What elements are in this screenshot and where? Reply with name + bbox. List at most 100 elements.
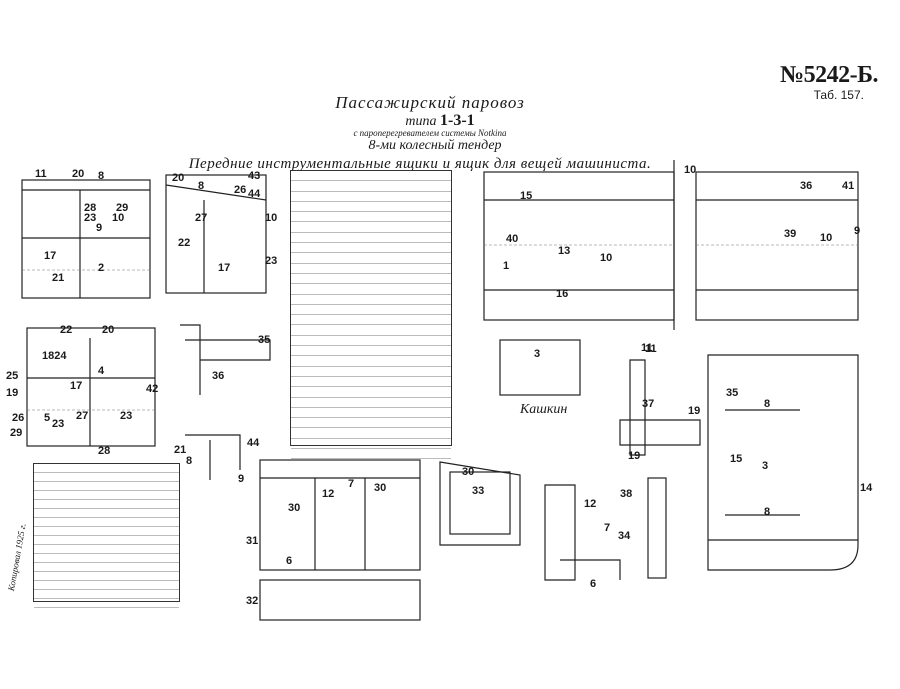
box-bottom-plan <box>259 579 421 621</box>
part-number-label: 27 <box>76 410 89 422</box>
strap-part-drawing <box>647 477 667 579</box>
part-number-label: 1824 <box>42 350 67 362</box>
part-number-label: 11 <box>645 343 657 355</box>
part-number-label: 29 <box>116 202 129 214</box>
part-number-label: 11 <box>35 168 47 180</box>
part-number-label: 38 <box>620 488 633 500</box>
part-number-label: 22 <box>178 237 191 249</box>
part-number-label: 15 <box>520 190 533 202</box>
part-number-label: 20 <box>172 172 185 184</box>
box-end-section <box>439 461 521 546</box>
part-number-label: 21 <box>52 272 65 284</box>
part-number-label: 4 <box>98 365 105 377</box>
part-number-label: 19 <box>688 405 701 417</box>
part-number-label: 8 <box>764 398 771 410</box>
part-number-label: 8 <box>764 506 771 518</box>
part-number-label: 17 <box>218 262 231 274</box>
part-number-label: 10 <box>112 212 125 224</box>
part-number-label: 7 <box>604 522 611 534</box>
part-number-label: 43 <box>248 170 261 182</box>
part-number-label: 28 <box>84 202 97 214</box>
box-section-view <box>26 327 156 447</box>
part-number-label: 36 <box>212 370 225 382</box>
part-number-label: 15 <box>730 453 743 465</box>
part-number-label: 14 <box>860 482 873 494</box>
part-number-label: 32 <box>246 595 259 607</box>
part-number-label: 23 <box>52 418 65 430</box>
latch-fitting-drawing <box>185 434 241 480</box>
bracket-part-drawing <box>499 339 581 396</box>
part-number-label: 20 <box>102 324 115 336</box>
box-side-view <box>165 174 267 294</box>
part-number-label: 8 <box>186 455 193 467</box>
table-number: Таб. 157. <box>813 88 864 102</box>
part-number-label: 30 <box>374 482 387 494</box>
clasp-part-drawing <box>544 484 621 581</box>
part-number-label: 44 <box>248 188 261 200</box>
part-number-label: 33 <box>472 485 485 497</box>
box-front-view <box>21 179 151 299</box>
part-number-label: 13 <box>558 245 571 257</box>
part-number-label: 26 <box>234 184 247 196</box>
box-top-plan-left <box>483 171 675 321</box>
part-number-label: 21 <box>174 444 187 456</box>
part-number-label: 2 <box>98 262 105 274</box>
part-number-label: 29 <box>10 427 23 439</box>
part-number-label: 3 <box>534 348 541 360</box>
hinge-fitting-drawing <box>180 324 271 395</box>
part-number-label: 12 <box>322 488 335 500</box>
part-number-label: 41 <box>842 180 855 192</box>
parts-list-table <box>290 170 452 460</box>
part-number-label: 23 <box>84 212 97 224</box>
part-number-label: 16 <box>556 288 569 300</box>
title-line-2: типа 1-3-1 <box>0 112 890 130</box>
part-number-label: 22 <box>60 324 73 336</box>
title-line-1: Пассажирский паровоз <box>335 93 525 112</box>
part-number-label: 12 <box>584 498 597 510</box>
title-line-3: с пароперегревателем системы Notkina <box>353 128 507 138</box>
part-number-label: 35 <box>726 387 739 399</box>
part-number-label: 10 <box>820 232 833 244</box>
part-number-label: 23 <box>265 255 278 267</box>
part-number-label: 8 <box>98 170 105 182</box>
part-number-label: 35 <box>258 334 271 346</box>
part-number-label: 6 <box>286 555 293 567</box>
part-number-label: 1 <box>503 260 510 272</box>
box-top-plan-right <box>695 171 859 321</box>
part-number-label: 3 <box>762 460 769 472</box>
part-number-label: 19 <box>6 387 19 399</box>
part-number-label: 11 <box>641 342 653 354</box>
part-number-label: 31 <box>246 535 259 547</box>
part-number-label: 10 <box>265 212 278 224</box>
part-number-label: 8 <box>198 180 205 192</box>
part-number-label: 30 <box>462 466 475 478</box>
document-number: №5242-Б. <box>780 62 878 88</box>
part-number-label: 19 <box>628 450 641 462</box>
hinge-assembly-drawing <box>619 359 701 456</box>
part-number-label: 36 <box>800 180 813 192</box>
part-number-label: 42 <box>146 383 159 395</box>
part-number-label: 10 <box>684 164 697 176</box>
part-number-label: 28 <box>98 445 111 457</box>
title-locomotive-type: 1-3-1 <box>439 112 475 129</box>
part-number-label: 9 <box>96 222 103 234</box>
box-front-elevation <box>259 459 421 571</box>
title-line-4: 8-ми колесный тендер <box>368 138 502 153</box>
part-number-label: 20 <box>72 168 85 180</box>
part-number-label: 10 <box>600 252 613 264</box>
part-number-label: 40 <box>506 233 519 245</box>
part-number-label: 27 <box>195 212 208 224</box>
part-number-label: 23 <box>120 410 133 422</box>
weights-table <box>33 463 180 608</box>
part-number-label: 37 <box>642 398 655 410</box>
part-number-label: 9 <box>238 473 245 485</box>
part-number-label: 25 <box>6 370 19 382</box>
title-line-5: Передние инструментальные ящики и ящик д… <box>188 156 652 172</box>
part-number-label: 44 <box>247 437 260 449</box>
part-number-label: 9 <box>854 225 861 237</box>
part-number-label: 5 <box>44 412 51 424</box>
signature: Кашкин <box>520 402 568 417</box>
machinist-box-section <box>707 354 859 571</box>
